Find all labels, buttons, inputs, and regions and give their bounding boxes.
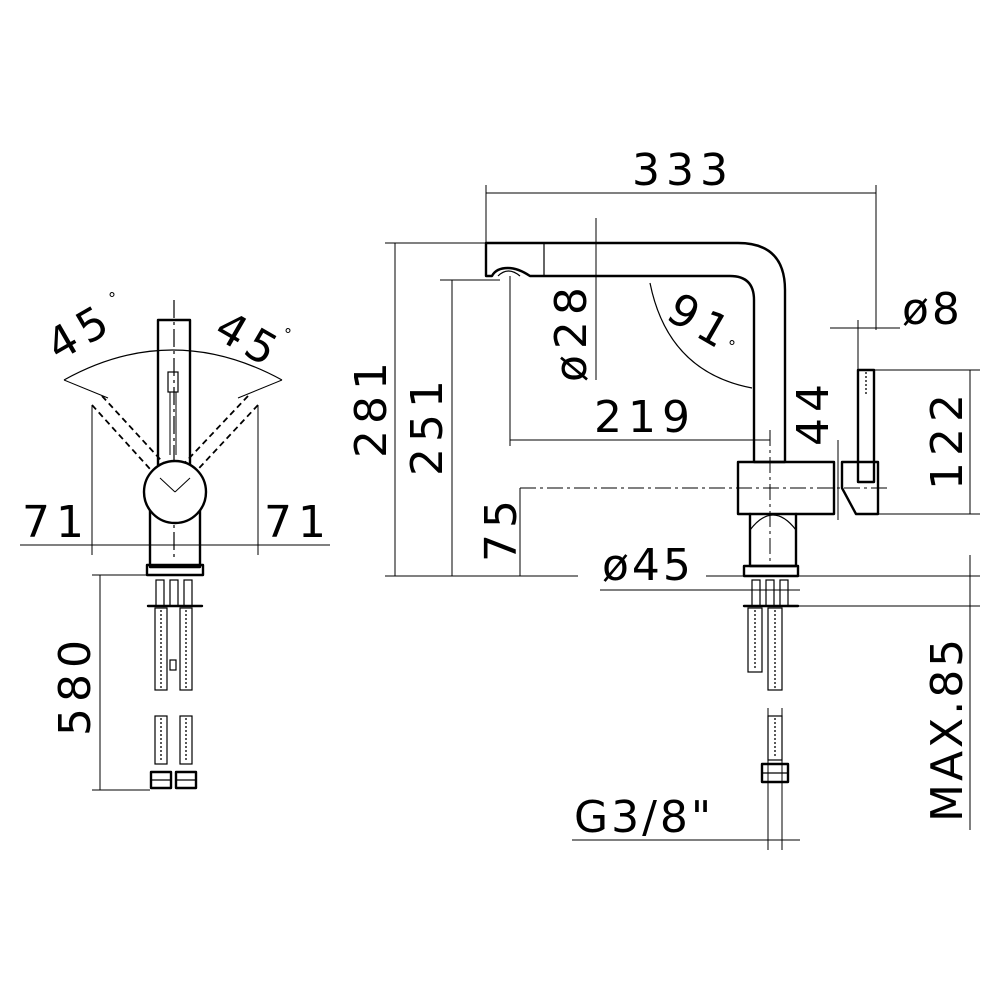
spout-drop-label: 44 [788, 378, 839, 446]
spout-reach-label: 333 [632, 145, 734, 196]
swing-arc [63, 349, 283, 381]
base-ring-side [742, 564, 800, 578]
spout-to-center-label: 219 [594, 392, 696, 443]
angle-right-degree: ° [284, 325, 292, 344]
spout-diameter-label: ø28 [546, 281, 597, 382]
body-height-label: 75 [476, 494, 527, 562]
base-ring [145, 563, 205, 577]
lever-handle [840, 460, 880, 516]
spout-angle-arc [649, 282, 753, 389]
width-left-label: 71 [22, 497, 90, 548]
total-height-label: 281 [346, 356, 397, 458]
lever [856, 368, 876, 484]
width-right-label: 71 [264, 497, 332, 548]
outlet-height-label: 251 [402, 374, 453, 476]
lever-tip [167, 371, 179, 393]
connection-thread-label: G3/8" [574, 792, 714, 843]
max-deck-thickness-label: MAX.85 [922, 636, 973, 822]
arc-tick-right [237, 379, 283, 399]
spout-side [484, 241, 787, 464]
hoses-front [149, 607, 198, 790]
lever-diameter-label: ø8 [902, 284, 963, 335]
front-view: 45 ° 45 ° 71 71 580 [20, 289, 332, 791]
arc-tick-left [63, 379, 109, 399]
lever-height-label: 122 [922, 388, 973, 490]
angle-left-degree: ° [108, 289, 116, 308]
base-diameter-label: ø45 [602, 540, 694, 591]
side-view: 333 ø28 91 ° 281 251 219 75 44 ø45 ø8 12… [346, 145, 980, 850]
angle-right-label: 45 [207, 301, 291, 379]
spout-angle-degree: ° [728, 337, 736, 356]
hose-length-label: 580 [50, 634, 101, 736]
spray-head [497, 270, 521, 277]
